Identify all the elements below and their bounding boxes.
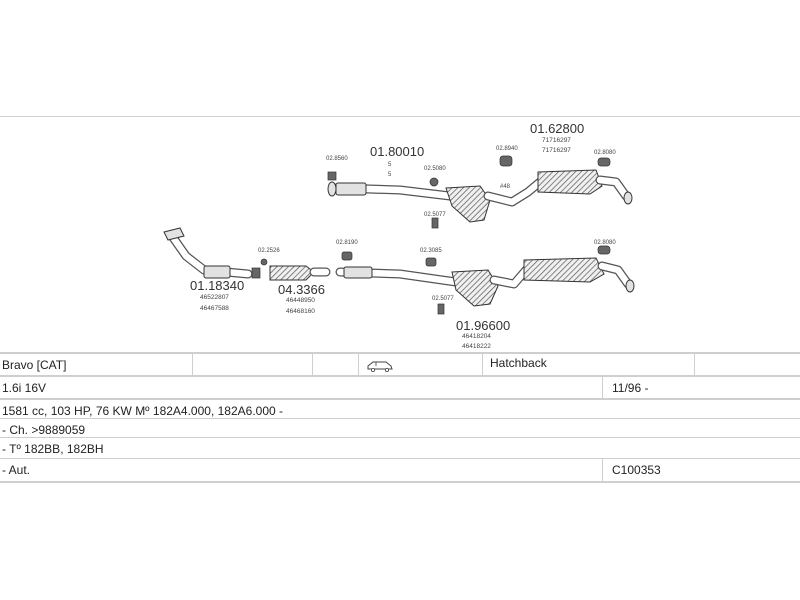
lower-hanger-icon <box>341 251 353 261</box>
hw-label-h4: 02.8080 <box>594 150 616 156</box>
row-engine: 1.6i 16V 11/96 - <box>0 377 800 400</box>
hw-label-h9: 02.8080 <box>594 240 616 246</box>
header-divider <box>0 116 800 117</box>
lower-rear-oe1: 46418204 <box>462 333 491 340</box>
vehicle-gearbox: - Aut. <box>2 463 31 477</box>
lower-tailpipe <box>625 279 635 293</box>
upper-bolt-icon <box>431 217 439 229</box>
lower-rear-silencer <box>523 257 605 283</box>
vehicle-body: Hatchback <box>490 356 547 370</box>
lower-middle-silencer <box>451 269 499 307</box>
lower-bolt-icon <box>437 303 445 315</box>
part-number-lower-front: 01.18340 <box>190 278 244 293</box>
part-number-upper-rear: 01.62800 <box>530 121 584 136</box>
hw-label-h3: 02.8940 <box>496 146 518 152</box>
lower-system: 01.18340 46522807 46467588 04.3366 46448… <box>163 227 635 350</box>
part-number-catalyst: 04.3366 <box>278 282 325 297</box>
lower-front-oe1: 46522807 <box>200 294 229 301</box>
lower-rear-oe2: 46418222 <box>462 343 491 350</box>
vehicle-info-table: Bravo [CAT] Hatchback 1.6i 16V 11/96 - 1… <box>0 352 800 483</box>
catalyst-oe2: 46468160 <box>286 308 315 315</box>
vehicle-code: C100353 <box>612 463 661 477</box>
lower-flex-section <box>343 266 373 279</box>
lower-flex-pipe <box>203 265 231 279</box>
upper-rear-silencer <box>537 169 603 195</box>
upper-gasket-icon <box>327 171 337 181</box>
cat-gasket-icon <box>251 267 261 279</box>
upper-middle-silencer <box>445 185 491 223</box>
vehicle-model: Bravo [CAT] <box>2 358 67 372</box>
upper-clamp-icon <box>429 177 439 187</box>
hw-label-h1: 02.8560 <box>326 156 348 162</box>
vehicle-type: - Tº 182BB, 182BH <box>2 442 104 456</box>
vehicle-years: 11/96 - <box>612 381 649 395</box>
catalyst-oe1: 46448950 <box>286 297 315 304</box>
manifold-flange <box>163 227 185 241</box>
hw-label-h11: #48 <box>500 184 511 190</box>
hw-label-h10: 02.5077 <box>432 296 454 302</box>
upper-tailpipe <box>623 191 633 205</box>
upper-hanger-icon <box>499 155 513 167</box>
vehicle-engine: 1.6i 16V <box>2 381 47 395</box>
upper-rear-oe2: 71716297 <box>542 147 571 154</box>
cat-clamp-icon <box>260 258 268 266</box>
upper-front-sub1: 5 <box>388 162 392 168</box>
row-chassis: - Ch. >9889059 <box>0 419 800 438</box>
lower-mid-hanger-icon <box>425 257 437 267</box>
hw-label-h5: 02.5077 <box>424 212 446 218</box>
upper-front-sub2: 5 <box>388 172 392 178</box>
exhaust-system-diagram: 01.80010 5 5 01.62800 71716297 71716297 … <box>163 121 635 350</box>
car-hatchback-icon <box>367 361 393 372</box>
row-gearbox: - Aut. C100353 <box>0 459 800 483</box>
vehicle-chassis: - Ch. >9889059 <box>2 423 86 437</box>
hw-label-h2: 02.5080 <box>424 166 446 172</box>
lower-rear-hanger-icon <box>597 245 611 255</box>
upper-front-flange <box>327 181 337 197</box>
part-number-lower-rear: 01.96600 <box>456 318 510 333</box>
catalyst <box>269 265 315 281</box>
part-number-upper-front: 01.80010 <box>370 144 424 159</box>
upper-flex-pipe <box>335 182 367 196</box>
upper-rear-hanger-icon <box>597 157 611 167</box>
hw-label-h7: 02.8190 <box>336 240 358 246</box>
hw-label-h6: 02.2526 <box>258 248 280 254</box>
hw-label-h8: 02.3085 <box>420 248 442 254</box>
row-type: - Tº 182BB, 182BH <box>0 438 800 459</box>
upper-system: 01.80010 5 5 01.62800 71716297 71716297 … <box>326 121 633 229</box>
vehicle-specs: 1581 cc, 103 HP, 76 KW Mº 182A4.000, 182… <box>2 404 284 418</box>
row-model: Bravo [CAT] Hatchback <box>0 352 800 377</box>
row-specs: 1581 cc, 103 HP, 76 KW Mº 182A4.000, 182… <box>0 400 800 419</box>
upper-rear-oe1: 71716297 <box>542 137 571 144</box>
lower-front-oe2: 46467588 <box>200 305 229 312</box>
